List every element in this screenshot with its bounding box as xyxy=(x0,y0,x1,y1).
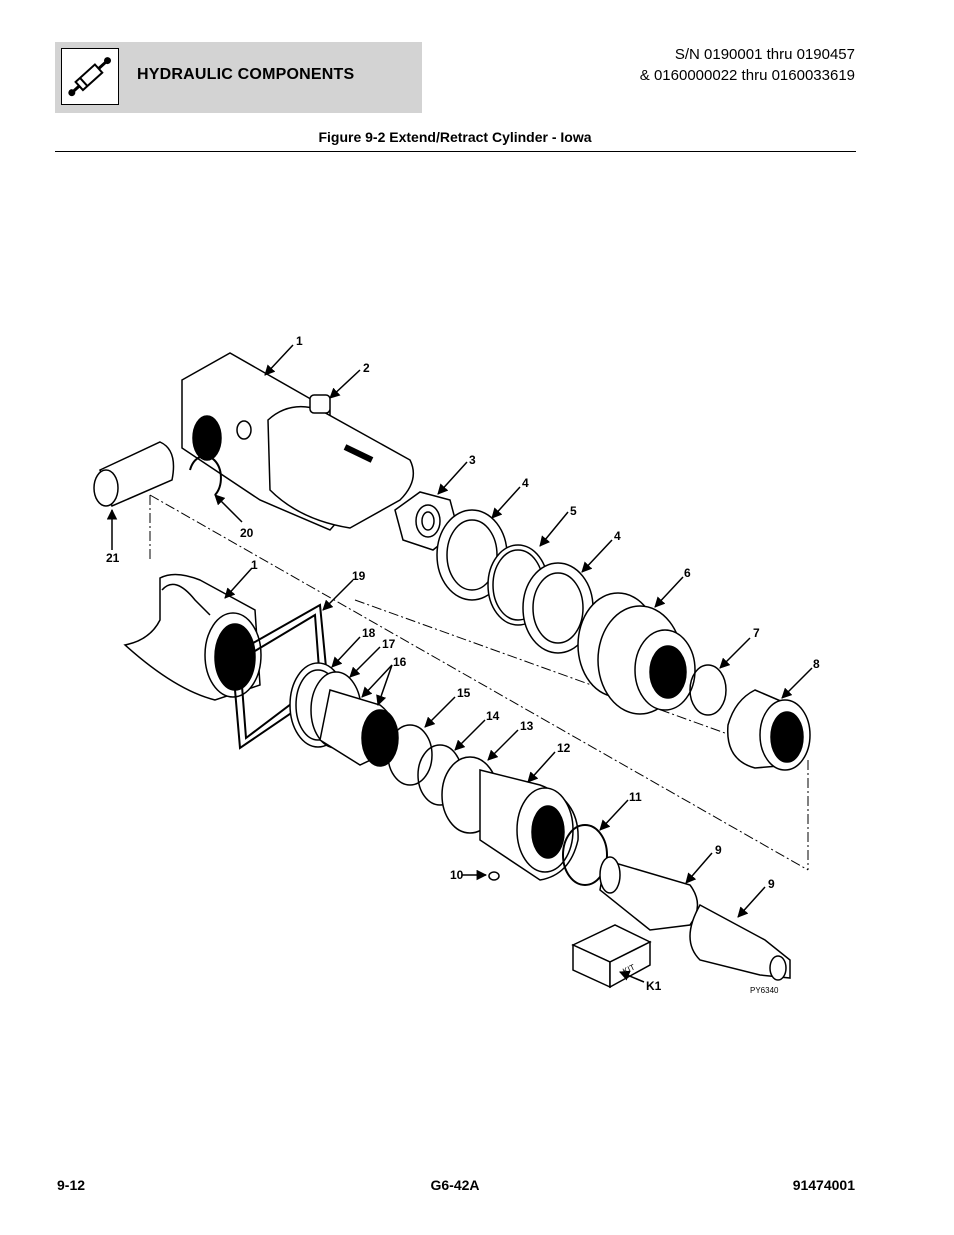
callout-5: 5 xyxy=(570,504,577,518)
part-rod-9a xyxy=(599,856,699,931)
callout-8: 8 xyxy=(813,657,820,671)
callout-4b: 4 xyxy=(614,529,621,543)
callout-12: 12 xyxy=(557,741,571,755)
serial-line-2: & 0160000022 thru 0160033619 xyxy=(639,67,855,84)
callout-1b: 1 xyxy=(251,558,258,572)
callout-16: 16 xyxy=(393,655,407,669)
part-head xyxy=(577,592,696,715)
part-set-screw xyxy=(488,871,500,881)
section-header: HYDRAULIC COMPONENTS xyxy=(55,42,422,113)
serial-line-1: S/N 0190001 thru 0190457 xyxy=(674,46,855,63)
part-wear-ring xyxy=(562,824,608,886)
callout-17: 17 xyxy=(382,637,396,651)
part-piston xyxy=(441,756,579,881)
callout-9a: 9 xyxy=(715,843,722,857)
part-barrel-cutaway xyxy=(123,573,262,701)
callout-11: 11 xyxy=(629,790,642,804)
callout-20: 20 xyxy=(240,526,254,540)
callout-9b: 9 xyxy=(768,877,775,891)
part-rod-9b xyxy=(689,903,791,981)
callout-1a: 1 xyxy=(296,334,303,348)
drawing-code: PY6340 xyxy=(750,986,779,995)
model-number: G6-42A xyxy=(430,1177,480,1193)
callout-21: 21 xyxy=(106,551,120,565)
callout-3: 3 xyxy=(469,453,476,467)
serial-range: S/N 0190001 thru 0190457 & 0160000022 th… xyxy=(640,44,855,86)
hydraulic-cylinder-icon xyxy=(61,48,119,105)
kit-box xyxy=(571,924,652,989)
part-retaining-ring xyxy=(189,454,222,496)
callout-6: 6 xyxy=(684,566,691,580)
callout-2: 2 xyxy=(363,361,370,375)
part-o-ring-7 xyxy=(689,664,727,716)
callout-10: 10 xyxy=(450,868,464,882)
callout-18: 18 xyxy=(362,626,376,640)
page-number: 9-12 xyxy=(57,1177,86,1193)
header-rule xyxy=(55,151,856,152)
callout-13: 13 xyxy=(520,719,534,733)
callout-14: 14 xyxy=(486,709,500,723)
callout-4a: 4 xyxy=(522,476,529,490)
figure-title: Figure 9-2 Extend/Retract Cylinder - Iow… xyxy=(318,129,592,145)
document-number: 91474001 xyxy=(792,1177,855,1193)
callout-19: 19 xyxy=(352,569,366,583)
part-pin xyxy=(93,441,175,508)
section-title: HYDRAULIC COMPONENTS xyxy=(137,66,355,83)
part-spacer xyxy=(727,689,811,771)
callout-k1: K1 xyxy=(646,979,662,993)
callout-15: 15 xyxy=(457,686,471,700)
part-ring-15 xyxy=(387,724,433,786)
callout-7: 7 xyxy=(753,626,760,640)
part-barrel xyxy=(181,352,415,531)
